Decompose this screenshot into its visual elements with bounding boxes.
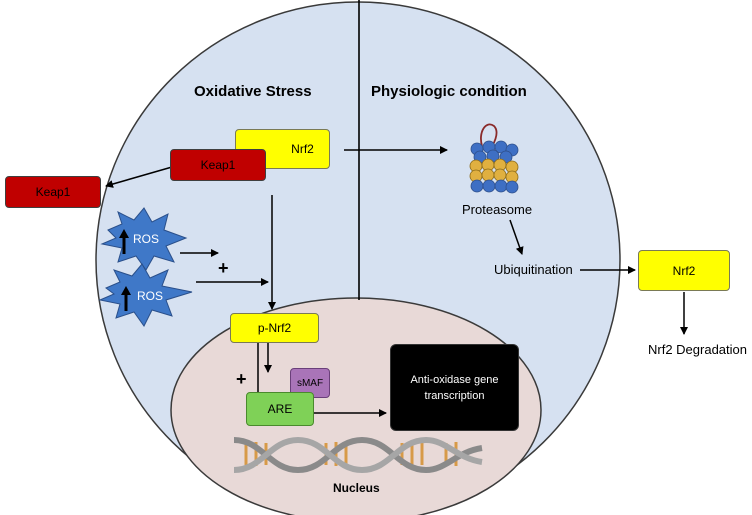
plus-sign-ros: +	[218, 258, 229, 278]
p-nrf2-label: p-Nrf2	[257, 321, 292, 335]
proteasome-label: Proteasome	[462, 202, 533, 217]
are-box: ARE	[246, 392, 314, 426]
ros-label-2: ROS	[137, 289, 164, 303]
nrf2-right-label: Nrf2	[672, 263, 696, 278]
proteasome-icon	[469, 123, 519, 194]
keap1-box-outer-label: Keap1	[35, 185, 71, 199]
ros-star-icon	[100, 207, 188, 271]
heading-oxidative-stress: Oxidative Stress	[194, 83, 312, 100]
arrow-proteasome-to-ubiquitination	[509, 219, 524, 255]
nrf2-degradation-label: Nrf2 Degradation	[648, 342, 747, 357]
up-arrow-icon	[121, 286, 131, 311]
plus-sign-are: +	[236, 369, 247, 389]
ubiquitination-label: Ubiquitination	[494, 262, 573, 277]
dna-helix-icon	[233, 436, 483, 474]
smaf-label: sMAF	[296, 377, 324, 389]
heading-physiologic-condition: Physiologic condition	[371, 83, 527, 100]
ros-label-1: ROS	[133, 232, 160, 246]
keap1-box-inner: Keap1	[170, 149, 266, 181]
ros-star-icon	[98, 263, 193, 327]
keap1-box-inner-label: Keap1	[200, 158, 236, 172]
up-arrow-icon	[119, 229, 129, 254]
nrf2-right-box: Nrf2	[638, 250, 730, 291]
are-label: ARE	[267, 402, 293, 416]
anti-oxidase-box: Anti-oxidase gene transcription	[390, 344, 519, 431]
nucleus-label: Nucleus	[333, 481, 380, 495]
arrow-keap1-out	[105, 166, 173, 188]
anti-oxidase-label: Anti-oxidase gene transcription	[410, 373, 499, 402]
p-nrf2-box: p-Nrf2	[230, 313, 319, 343]
nrf2-box-label: Nrf2	[291, 142, 314, 156]
keap1-box-outer: Keap1	[5, 176, 101, 208]
